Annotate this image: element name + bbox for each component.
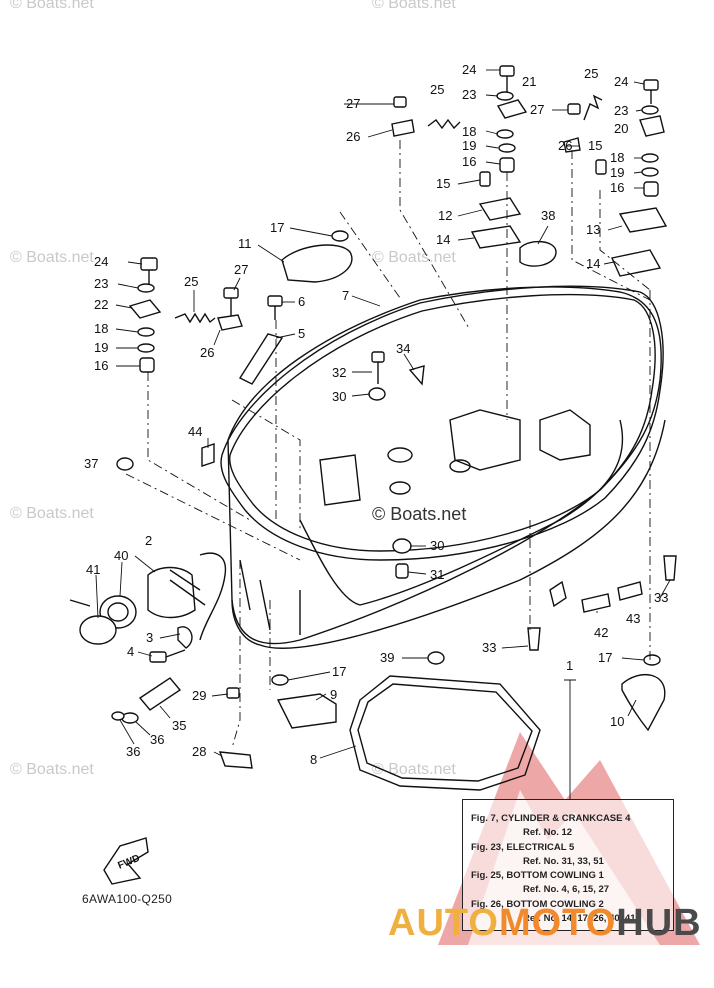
- bottom-cowling: [227, 286, 666, 649]
- callout-19: 19: [94, 340, 108, 355]
- callout-39: 39: [380, 650, 394, 665]
- ref-nos-fig-26: Ref. No. 14, 17, 26, 40, 41: [523, 913, 636, 925]
- watermark: © Boats.net: [10, 0, 94, 12]
- callout-23: 23: [94, 276, 108, 291]
- callout-11: 11: [238, 236, 252, 251]
- callout-24: 24: [614, 74, 628, 89]
- small-parts: [69, 65, 677, 769]
- callout-15: 15: [588, 138, 602, 153]
- callout-12: 12: [438, 208, 452, 223]
- callout-27: 27: [346, 96, 360, 111]
- callout-36: 36: [150, 732, 164, 747]
- callout-32: 32: [332, 365, 346, 380]
- callout-41: 41: [86, 562, 100, 577]
- callout-13: 13: [586, 222, 600, 237]
- callout-17: 17: [270, 220, 284, 235]
- callout-labels: 1 2 3 4 5 6 7 8 9 10 11 12 13 14 14 15 1…: [84, 62, 668, 767]
- cowling-seal-gasket: [220, 285, 664, 561]
- callout-30: 30: [430, 538, 444, 553]
- callout-44: 44: [188, 424, 202, 439]
- leader-lines: [95, 69, 671, 800]
- brand-part-2: MOTO: [498, 902, 617, 944]
- callout-33: 33: [654, 590, 668, 605]
- ref-nos-fig-23: Ref. No. 31, 33, 51: [523, 855, 604, 867]
- callout-26: 26: [200, 345, 214, 360]
- watermark-center: © Boats.net: [372, 504, 466, 524]
- callout-27: 27: [530, 102, 544, 117]
- watermark: © Boats.net: [10, 249, 94, 266]
- callout-30: 30: [332, 389, 346, 404]
- brand-part-1: AUTO: [388, 902, 499, 944]
- ref-fig-7: Fig. 7, CYLINDER & CRANKCASE 4: [471, 813, 631, 824]
- callout-23: 23: [462, 87, 476, 102]
- ref-fig-25: Fig. 25, BOTTOM COWLING 1: [471, 870, 604, 882]
- reference-box: Fig. 7, CYLINDER & CRANKCASE 4 Ref. No. …: [462, 799, 674, 931]
- callout-27: 27: [234, 262, 248, 277]
- ref-fig-23: Fig. 23, ELECTRICAL 5: [471, 841, 575, 853]
- brand-watermark: AUTOMOTOHUB: [388, 902, 702, 945]
- callout-33: 33: [482, 640, 496, 655]
- callout-23: 23: [614, 103, 628, 118]
- callout-25: 25: [584, 66, 598, 81]
- callout-17: 17: [598, 650, 612, 665]
- ref-fig-26: Fig. 26, BOTTOM COWLING 2: [471, 898, 604, 910]
- callout-14: 14: [436, 232, 450, 247]
- callout-16: 16: [462, 154, 476, 169]
- callout-24: 24: [462, 62, 476, 77]
- lower-gasket: [349, 675, 541, 791]
- callout-37: 37: [84, 456, 98, 471]
- callout-20: 20: [614, 121, 628, 136]
- watermark: © Boats.net: [372, 761, 456, 778]
- callout-28: 28: [192, 744, 206, 759]
- callout-26: 26: [558, 138, 572, 153]
- callout-31: 31: [430, 567, 444, 582]
- callout-22: 22: [94, 297, 108, 312]
- callout-3: 3: [146, 630, 153, 645]
- callout-19: 19: [610, 165, 624, 180]
- ref-nos-fig-7: Ref. No. 12: [523, 827, 573, 839]
- assembly-lines: [125, 140, 651, 749]
- callout-19: 19: [462, 138, 476, 153]
- callout-2: 2: [145, 533, 152, 548]
- watermark: © Boats.net: [372, 0, 456, 12]
- callout-18: 18: [610, 150, 624, 165]
- callout-9: 9: [330, 687, 337, 702]
- callout-10: 10: [610, 714, 624, 729]
- callout-16: 16: [610, 180, 624, 195]
- callout-6: 6: [298, 294, 305, 309]
- callout-15: 15: [436, 176, 450, 191]
- callout-16: 16: [94, 358, 108, 373]
- callout-8: 8: [310, 752, 317, 767]
- callout-34: 34: [396, 341, 410, 356]
- callout-25: 25: [430, 82, 444, 97]
- callout-21: 21: [522, 74, 536, 89]
- callout-18: 18: [462, 124, 476, 139]
- callout-40: 40: [114, 548, 128, 563]
- callout-42: 42: [594, 625, 608, 640]
- watermark: © Boats.net: [372, 249, 456, 266]
- fwd-arrow-icon: FWD: [103, 837, 149, 885]
- callout-38: 38: [541, 208, 555, 223]
- callout-14: 14: [586, 256, 600, 271]
- diagram-code: 6AWA100-Q250: [82, 892, 173, 906]
- callout-36: 36: [126, 744, 140, 759]
- bolt-24-left: [140, 257, 158, 284]
- watermark: © Boats.net: [10, 505, 94, 522]
- callout-24: 24: [94, 254, 108, 269]
- callout-7: 7: [342, 288, 349, 303]
- callout-43: 43: [626, 611, 640, 626]
- callout-26: 26: [346, 129, 360, 144]
- callout-29: 29: [192, 688, 206, 703]
- ref-nos-fig-25: Ref. No. 4, 6, 15, 27: [523, 884, 610, 896]
- callout-5: 5: [298, 326, 305, 341]
- callout-4: 4: [127, 644, 134, 659]
- callout-17: 17: [332, 664, 346, 679]
- brand-part-3: HUB: [616, 902, 702, 944]
- callout-1: 1: [566, 658, 573, 673]
- callout-35: 35: [172, 718, 186, 733]
- callout-18: 18: [94, 321, 108, 336]
- watermark: © Boats.net: [10, 761, 94, 778]
- callout-25: 25: [184, 274, 198, 289]
